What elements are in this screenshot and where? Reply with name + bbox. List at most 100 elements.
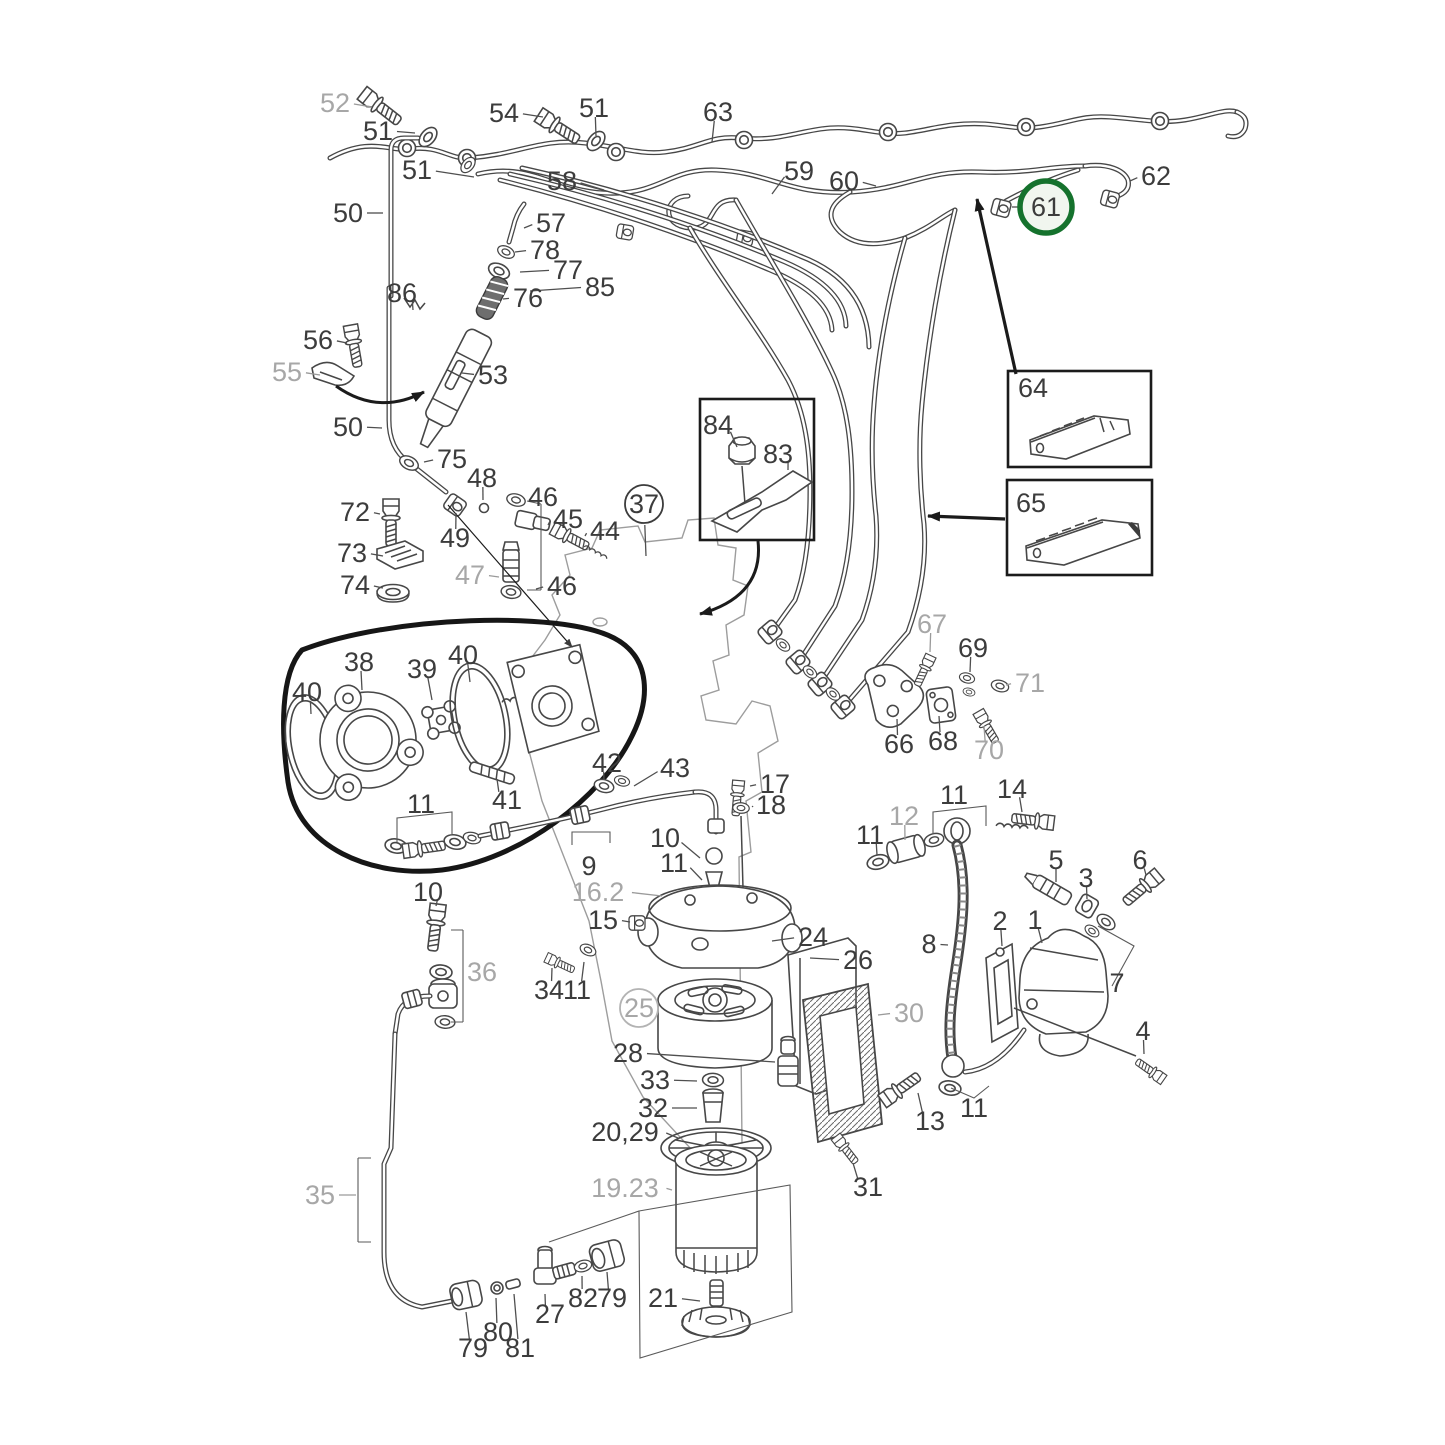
banjo-bolt-10 — [422, 902, 448, 953]
fitting-28 — [777, 1035, 799, 1087]
part-label-36-85: 36 — [467, 957, 497, 987]
leader-line — [396, 130, 416, 134]
part-label-34-86: 34 — [534, 967, 564, 1005]
gasket-2 — [985, 942, 1019, 1044]
pointer-arrow-0 — [974, 198, 1018, 375]
filter-element-25 — [657, 978, 773, 1069]
pipe-58 — [476, 164, 1087, 195]
leader-line — [580, 182, 605, 191]
lower-hose-group — [357, 902, 626, 1311]
part-number: 8 — [921, 929, 936, 959]
washer-74 — [376, 583, 410, 603]
leader-line — [633, 771, 658, 787]
part-number: 25 — [624, 993, 654, 1023]
part-label-10-49: 10 — [650, 823, 701, 859]
bolt-31 — [830, 1132, 862, 1167]
highlight-circle — [1017, 178, 1075, 236]
kit-outline-box — [638, 1184, 793, 1359]
part-label-6-76: 6 — [1132, 845, 1148, 876]
leader-line — [513, 1293, 519, 1340]
leader-line — [917, 1092, 924, 1113]
leader-line — [644, 524, 647, 557]
leader-line — [1143, 868, 1147, 876]
leader-line — [621, 920, 631, 923]
part-number: 65 — [1016, 488, 1046, 518]
part-label-62-11: 62 — [1129, 161, 1171, 191]
leader-line — [606, 1271, 610, 1290]
leader-line — [529, 286, 582, 292]
part-label-50-5: 50 — [333, 198, 383, 228]
part-label-51-3: 51 — [579, 93, 609, 137]
leader-line — [681, 1298, 701, 1302]
inset-frames — [698, 369, 1154, 577]
elbow-45 — [514, 509, 551, 532]
part-number: 79 — [597, 1283, 627, 1313]
part-label-49-28: 49 — [440, 512, 470, 553]
part-number: 3 — [1078, 863, 1093, 893]
part-number: 42 — [592, 748, 622, 778]
label-circle — [624, 484, 664, 524]
leader-line — [852, 1162, 859, 1180]
part-label-2-78: 2 — [992, 906, 1008, 947]
part-number: 46 — [547, 571, 577, 601]
clamp-73 — [376, 540, 424, 570]
part-label-77-14: 77 — [519, 255, 583, 285]
leader-line — [809, 957, 840, 961]
part-label-46-24: 46 — [523, 482, 558, 512]
part-label-39-39: 39 — [407, 654, 437, 701]
part-label-51-1: 51 — [363, 116, 416, 146]
part-number: 11 — [856, 820, 884, 850]
part-label-58-7: 58 — [547, 166, 605, 196]
leader-line — [309, 700, 312, 715]
lift-pump-group — [864, 809, 1168, 1110]
leader-line — [771, 176, 786, 195]
leader-line — [877, 1012, 891, 1016]
gasket-loop — [281, 617, 647, 874]
leader-line — [360, 670, 363, 691]
part-label-72-27: 72 — [340, 497, 381, 527]
part-label-3-75: 3 — [1078, 863, 1094, 900]
fitting-cluster — [376, 491, 609, 603]
bolt-34 — [543, 951, 577, 976]
part-label-60-9: 60 — [829, 166, 877, 196]
leader-line — [435, 899, 439, 907]
fuel-return-line-63 — [327, 84, 1249, 248]
part-label-24-53: 24 — [771, 922, 828, 952]
part-label-10-84: 10 — [413, 877, 443, 907]
part-label-81-94: 81 — [505, 1293, 535, 1363]
part-label-5-74: 5 — [1048, 845, 1064, 882]
part-number: 74 — [340, 570, 370, 600]
part-number: 38 — [344, 647, 374, 677]
part-number: 37 — [629, 489, 659, 519]
part-number: 6 — [1132, 845, 1147, 875]
leader-line — [523, 224, 533, 229]
leader-line — [496, 778, 500, 792]
nut-15 — [628, 915, 646, 931]
part-label-25-55: 25 — [619, 988, 659, 1028]
part-label-35-88: 35 — [305, 1180, 356, 1210]
spring-76 — [475, 276, 509, 320]
leader-line — [862, 181, 877, 187]
leader-line — [1037, 928, 1043, 944]
leader-line — [580, 961, 585, 982]
part-number: 5 — [1048, 845, 1063, 875]
part-number: 11 — [660, 848, 688, 878]
part-label-13-82: 13 — [915, 1092, 945, 1136]
leader-line — [729, 431, 738, 448]
washer-11 — [864, 851, 892, 873]
pipe-60-loop — [828, 189, 958, 247]
annotation-arrows — [335, 198, 1018, 648]
hose-9 — [478, 790, 697, 838]
leader-line — [751, 805, 754, 808]
washer-78 — [495, 242, 517, 262]
part-number: 72 — [340, 497, 370, 527]
part-number: 21 — [648, 1283, 678, 1313]
leader-line — [875, 843, 878, 856]
part-label-16-2-51: 16.2 — [572, 877, 663, 907]
part-number: 68 — [928, 726, 958, 756]
part-number: 61 — [1031, 192, 1061, 222]
leader-line — [547, 521, 551, 526]
part-number: 50 — [333, 412, 363, 442]
leader-line — [353, 103, 373, 108]
